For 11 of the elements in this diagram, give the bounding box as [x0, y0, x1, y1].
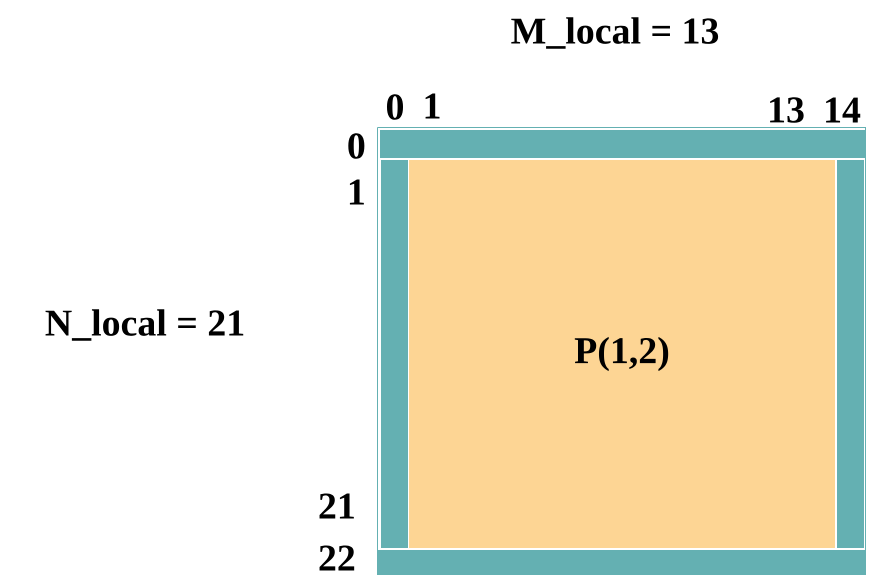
index-label: 0: [348, 133, 364, 159]
interior-block: P(1,2): [409, 160, 835, 548]
index-label: N_local = 21: [46, 309, 244, 341]
index-label: 13: [770, 97, 804, 123]
index-label: M_local = 13: [511, 17, 718, 49]
index-label: 1: [426, 94, 440, 118]
index-label: 21: [320, 493, 354, 519]
index-label: 0: [386, 94, 404, 120]
index-label: 1: [350, 180, 364, 204]
index-label: 22: [320, 545, 354, 571]
index-label: 14: [826, 98, 860, 122]
